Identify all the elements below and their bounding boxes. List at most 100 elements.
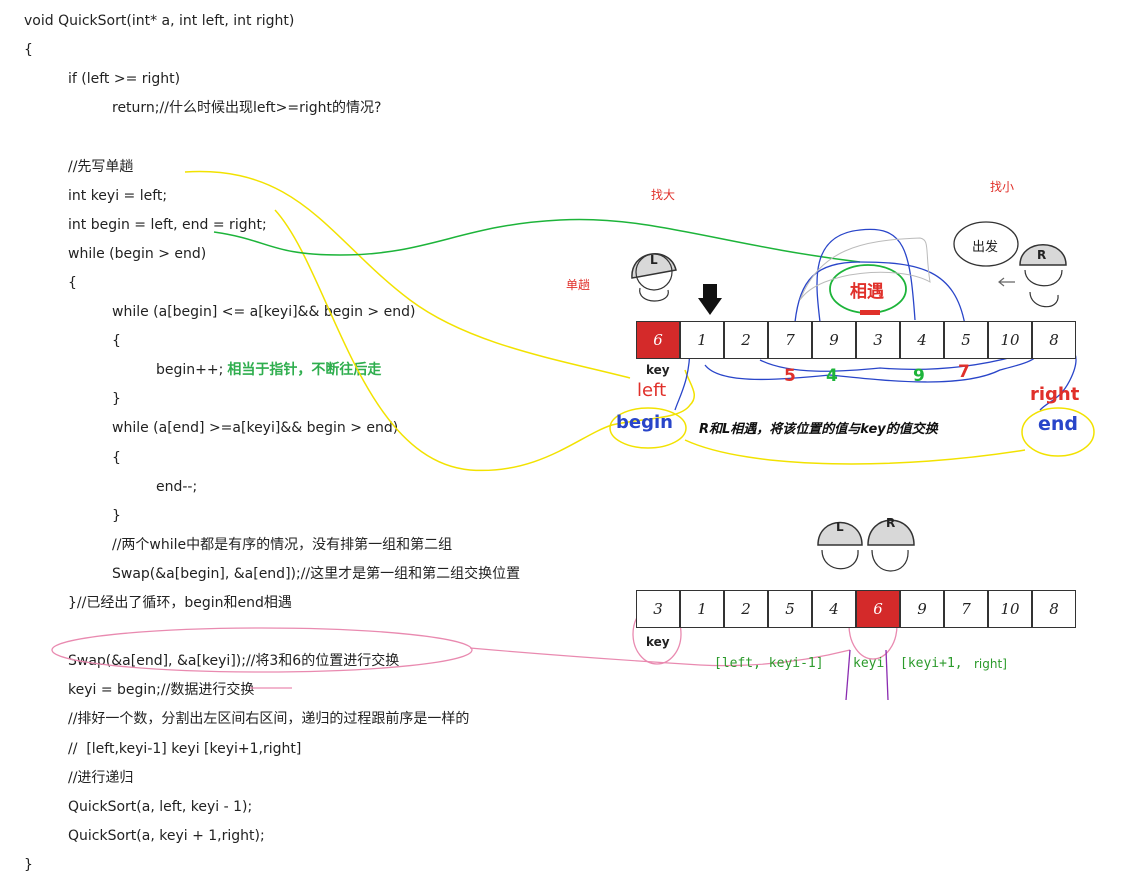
- code-line: begin++;相当于指针，不断往后走: [156, 361, 381, 379]
- code-line: void QuickSort(int* a, int left, int rig…: [24, 12, 294, 30]
- soldier-l-letter: L: [650, 253, 658, 267]
- code-line: keyi = begin;//数据进行交换: [68, 681, 254, 699]
- soldier-l-letter-bottom: L: [836, 520, 844, 534]
- code-text: QuickSort(a, keyi + 1,right);: [68, 827, 265, 844]
- code-text: {: [68, 274, 77, 291]
- meet-marker: [860, 310, 880, 315]
- code-text: //排好一个数，分割出左区间右区间，递归的过程跟前序是一样的: [68, 711, 470, 728]
- code-line: {: [112, 449, 121, 467]
- soldier-r-letter: R: [1037, 248, 1047, 262]
- code-note: 相当于指针，不断往后走: [227, 362, 382, 379]
- range-left: [left, keyi-1]: [714, 656, 824, 671]
- soldier-l-top: [631, 253, 677, 302]
- code-line: }//已经出了循环，begin和end相遇: [68, 594, 292, 612]
- code-line: while (begin > end): [68, 245, 206, 263]
- array-cell: 1: [680, 321, 724, 359]
- code-line: {: [112, 332, 121, 350]
- code-text: int begin = left, end = right;: [68, 216, 267, 233]
- code-line: end--;: [156, 478, 197, 496]
- code-line: QuickSort(a, left, keyi - 1);: [68, 798, 252, 816]
- array-cell: 5: [768, 590, 812, 628]
- code-line: }: [24, 856, 33, 874]
- code-text: //先写单趟: [68, 158, 134, 175]
- code-text: while (begin > end): [68, 245, 207, 262]
- code-text: while (a[begin] <= a[keyi]&& begin > end…: [112, 304, 416, 320]
- array-cell: 3: [636, 590, 680, 628]
- code-line: while (a[end] >=a[keyi]&& begin > end): [112, 419, 398, 437]
- blue-loop-a: [816, 228, 916, 323]
- range-right: [keyi+1,: [900, 656, 963, 671]
- code-line: int keyi = left;: [68, 187, 167, 205]
- yellow-link-begin: [274, 209, 695, 472]
- code-line: // [left,keyi-1] keyi [keyi+1,right]: [68, 740, 301, 758]
- meet-label: 相遇: [850, 282, 884, 302]
- code-text: void QuickSort(int* a, int left, int rig…: [24, 13, 295, 29]
- array-cell: 2: [724, 321, 768, 359]
- code-text: Swap(&a[end], &a[keyi]);//将3和6的位置进行交换: [68, 653, 400, 670]
- code-line: }: [112, 390, 121, 408]
- begin-label: begin: [616, 412, 673, 433]
- find-small-label: 找小: [990, 180, 1015, 194]
- single-pass-label: 单趟: [566, 278, 591, 292]
- soldier-l-bottom: [817, 521, 863, 570]
- code-line: Swap(&a[end], &a[keyi]);//将3和6的位置进行交换: [68, 652, 399, 670]
- arrow-head: [698, 298, 722, 315]
- depart-label: 出发: [972, 240, 999, 255]
- right-label: right: [1030, 384, 1080, 405]
- array-cell: 2: [724, 590, 768, 628]
- code-text: QuickSort(a, left, keyi - 1);: [68, 798, 253, 815]
- swap-value-5: 5: [784, 366, 796, 386]
- array-cell: 8: [1032, 321, 1076, 359]
- blue-loop-b: [794, 261, 966, 326]
- key-label: key: [646, 363, 670, 377]
- purple-line-1: [845, 649, 851, 701]
- speech-bubble: [953, 221, 1019, 267]
- code-text: //两个while中都是有序的情况，没有排第一组和第二组: [112, 536, 453, 553]
- code-text: {: [112, 449, 121, 466]
- code-text: }: [24, 856, 33, 873]
- array-cell: 10: [988, 590, 1032, 628]
- array-cell: 9: [900, 590, 944, 628]
- yellow-bottom-curve: [684, 439, 1026, 465]
- blue-under-curve-1: [704, 344, 1041, 383]
- code-line: //排好一个数，分割出左区间右区间，递归的过程跟前序是一样的: [68, 710, 469, 728]
- array-cell: 7: [768, 321, 812, 359]
- array-cell: 4: [900, 321, 944, 359]
- code-text: while (a[end] >=a[keyi]&& begin > end): [112, 420, 399, 437]
- yellow-link-keyi: [184, 170, 631, 379]
- yellow-ellipse-begin: [609, 407, 687, 449]
- array-cell: 4: [812, 590, 856, 628]
- swap-value-4: 4: [826, 366, 838, 386]
- code-line: QuickSort(a, keyi + 1,right);: [68, 827, 265, 845]
- code-text: return;//什么时候出现left>=right的情况?: [112, 100, 382, 117]
- array-cell: 1: [680, 590, 724, 628]
- code-line: }: [112, 507, 121, 525]
- array-cell: 8: [1032, 590, 1076, 628]
- array-cell: 6: [856, 590, 900, 628]
- left-arrow: [998, 277, 1015, 287]
- range-keyi: keyi: [853, 656, 885, 671]
- range-right-end: right]: [974, 657, 1007, 671]
- purple-line-2: [885, 649, 889, 701]
- code-text: }//已经出了循环，begin和end相遇: [68, 595, 292, 611]
- pink-ellipse-swap: [51, 627, 473, 673]
- left-label: left: [637, 380, 667, 401]
- code-text: // [left,keyi-1] keyi [keyi+1,right]: [68, 740, 302, 757]
- code-text: }: [112, 391, 121, 408]
- swap-value-9: 9: [913, 366, 925, 386]
- code-text: Swap(&a[begin], &a[end]);//这里才是第一组和第二组交换…: [112, 565, 521, 582]
- key-label-bottom: key: [646, 635, 670, 649]
- end-label: end: [1038, 413, 1079, 435]
- code-text: end--;: [156, 478, 198, 495]
- code-line: //先写单趟: [68, 158, 133, 176]
- code-line: while (a[begin] <= a[keyi]&& begin > end…: [112, 303, 415, 321]
- code-line: return;//什么时候出现left>=right的情况?: [112, 99, 381, 117]
- green-link-while: [213, 218, 861, 263]
- array-cell: 9: [812, 321, 856, 359]
- code-line: {: [68, 274, 77, 292]
- code-text: keyi = begin;//数据进行交换: [68, 682, 255, 699]
- code-text: int keyi = left;: [68, 187, 168, 204]
- soldier-r-letter-bottom: R: [886, 516, 896, 530]
- array-cell: 10: [988, 321, 1032, 359]
